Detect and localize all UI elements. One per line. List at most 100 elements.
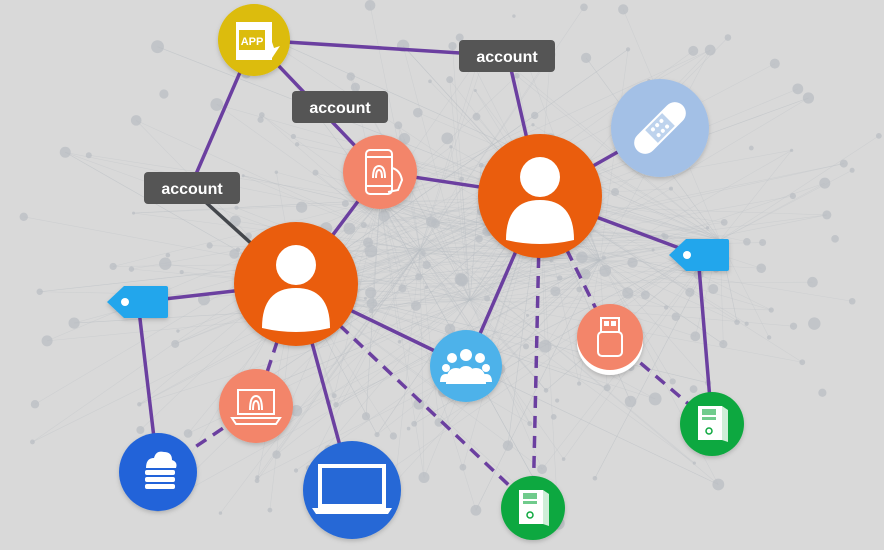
background-node <box>179 269 184 275</box>
background-edge <box>719 150 792 241</box>
background-node <box>618 4 629 15</box>
tag-node-right[interactable] <box>669 239 729 271</box>
background-node <box>374 431 380 438</box>
background-node <box>576 286 583 293</box>
cloud-storage-node[interactable] <box>119 433 197 511</box>
background-node <box>109 262 117 271</box>
background-edge <box>418 249 421 277</box>
app-node[interactable]: APP <box>218 4 290 76</box>
background-edge <box>419 7 585 251</box>
background-edge <box>469 257 582 301</box>
background-node <box>361 412 371 421</box>
background-node <box>734 319 740 325</box>
background-node <box>333 401 339 408</box>
background-edge <box>369 5 421 251</box>
background-node <box>312 169 319 176</box>
background-edge <box>276 299 471 455</box>
background-node <box>210 98 224 111</box>
background-edge <box>402 45 471 301</box>
background-edge <box>461 178 471 301</box>
laptop-icon <box>312 464 392 514</box>
background-edge <box>379 199 556 292</box>
user-node-right[interactable] <box>478 134 602 258</box>
desktop-tower-icon <box>698 406 728 442</box>
edge-label-text: account <box>161 181 223 198</box>
background-edge <box>599 259 738 323</box>
background-node <box>611 188 620 197</box>
background-edge <box>469 299 547 391</box>
background-edge <box>39 249 421 293</box>
background-node <box>151 40 164 54</box>
background-edge <box>419 178 462 251</box>
usb-node[interactable] <box>577 304 643 375</box>
patch-node[interactable] <box>611 79 709 177</box>
background-node <box>459 463 467 471</box>
background-edge <box>399 299 471 343</box>
background-node <box>30 439 35 445</box>
background-node <box>132 211 136 215</box>
background-node <box>708 283 719 294</box>
background-node <box>839 159 848 168</box>
background-node <box>712 478 725 491</box>
background-node <box>411 420 418 427</box>
background-node <box>397 340 402 344</box>
background-node <box>410 300 421 311</box>
background-node <box>790 148 794 152</box>
background-node <box>272 450 281 459</box>
background-edge <box>419 249 547 391</box>
user-node-left[interactable] <box>234 222 358 346</box>
background-node <box>449 145 453 149</box>
workstation-node-right[interactable] <box>680 392 744 456</box>
background-node <box>448 41 457 51</box>
background-node <box>394 121 403 130</box>
background-edge <box>469 299 695 464</box>
user-group-node[interactable] <box>430 330 502 402</box>
background-node <box>744 321 749 326</box>
background-node <box>756 263 767 274</box>
mobile-fingerprint-node[interactable] <box>343 135 417 209</box>
background-edge <box>334 239 721 509</box>
background-node <box>705 226 710 230</box>
background-node <box>455 33 464 42</box>
background-node <box>365 287 377 299</box>
background-node <box>580 3 588 12</box>
background-node <box>343 222 356 235</box>
background-node <box>692 461 696 465</box>
background-edge <box>367 242 471 301</box>
tag-node-left[interactable] <box>107 286 168 318</box>
background-edge <box>321 249 421 382</box>
background-edge <box>295 49 629 285</box>
background-edge <box>295 49 629 285</box>
mobile-fingerprint-icon <box>365 149 404 195</box>
workstation-node-center[interactable] <box>501 476 565 540</box>
background-edge <box>419 231 488 251</box>
background-edge <box>328 239 721 403</box>
background-node <box>625 47 631 52</box>
background-node <box>627 257 638 268</box>
background-edge <box>449 79 471 301</box>
background-edge <box>599 259 709 384</box>
background-edge <box>65 152 471 301</box>
edge-label[interactable]: account <box>292 91 388 123</box>
laptop-fingerprint-node[interactable] <box>219 369 293 443</box>
background-edge <box>243 175 421 251</box>
background-edge <box>419 249 425 478</box>
laptop-node[interactable] <box>303 441 401 539</box>
background-node <box>689 385 698 394</box>
user-icon <box>262 245 330 332</box>
background-edge <box>452 46 471 301</box>
background-edge <box>371 259 601 312</box>
edge-label-text: account <box>309 100 371 117</box>
edge <box>531 195 542 509</box>
background-node <box>502 440 514 451</box>
edge-label[interactable]: account <box>144 172 240 204</box>
background-node <box>663 305 669 310</box>
background-node <box>446 76 454 84</box>
background-node <box>183 429 193 438</box>
background-edge <box>295 222 725 285</box>
usb-icon <box>597 317 623 357</box>
background-node <box>669 378 676 385</box>
background-edge <box>295 283 709 384</box>
edge-label[interactable]: account <box>459 40 555 72</box>
